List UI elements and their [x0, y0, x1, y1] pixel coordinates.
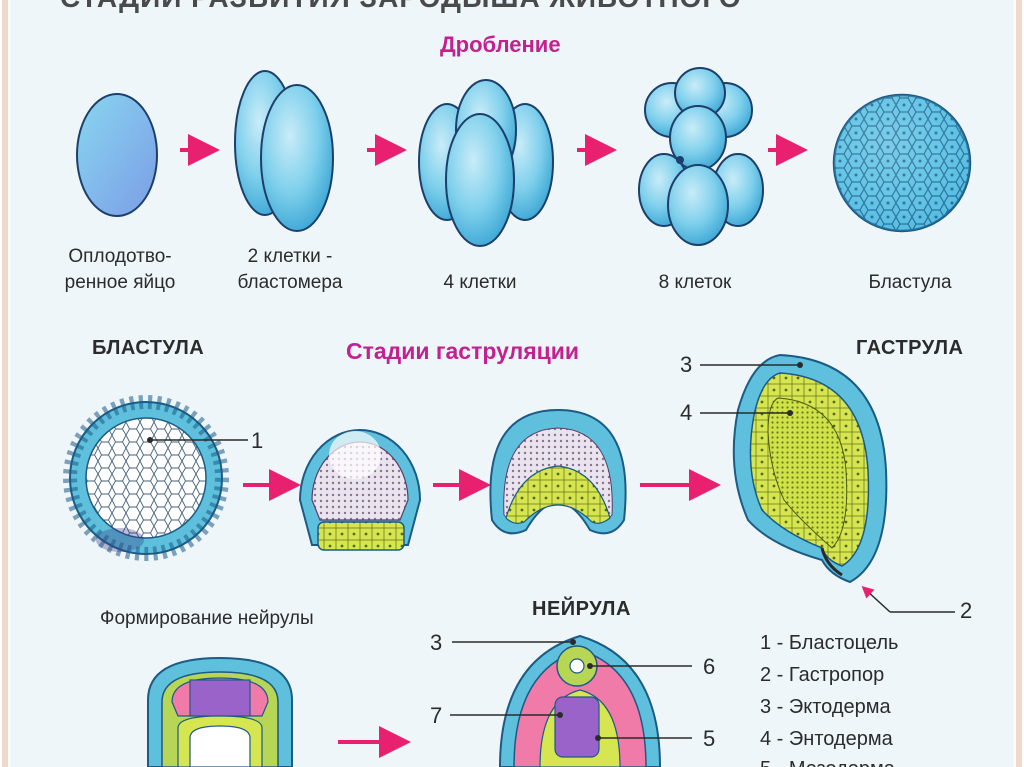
callout-line-1: [147, 437, 248, 443]
neurula-callout-lines: [450, 639, 692, 741]
two-cell-stage: [234, 70, 334, 232]
gastrula-callout-3: 3: [680, 352, 693, 377]
legend-item: 3 - Эктодерма: [760, 696, 891, 718]
stage-label-two-cell: 2 клетки - бластомера: [237, 246, 343, 293]
gastrula-callout-lines: [700, 362, 955, 613]
eight-cell-stage: [638, 67, 764, 246]
four-cell-stage: [418, 79, 554, 247]
blastula-sphere: [832, 93, 972, 233]
legend-item: 2 - Гастропор: [760, 664, 885, 686]
stage-label-eight-cell: 8 клеток: [658, 272, 732, 293]
stage-label-egg: Оплодотво- ренное яйцо: [64, 246, 176, 293]
callout-number-1: 1: [251, 428, 264, 453]
legend-item: 1 - Бластоцель: [760, 632, 899, 654]
stage-label-four-cell: 4 клетки: [443, 272, 517, 293]
gastrulation-heading: Стадии гаструляции: [346, 338, 580, 364]
page-title: СТАДИИ РАЗВИТИЯ ЗАРОДЫША ЖИВОТНОГО: [60, 0, 742, 14]
neurula-callout-3: 3: [430, 630, 443, 655]
early-gastrula-endoderm: [317, 521, 405, 551]
stage-label-blastula: Бластула: [868, 272, 952, 293]
gastrula-callout-4: 4: [680, 400, 693, 425]
blastula-section-label: БЛАСТУЛА: [92, 337, 205, 359]
legend-item: 5 - Мезодерма: [760, 758, 895, 767]
fertilized-egg: [76, 93, 158, 217]
gastrula: [732, 353, 888, 584]
early-gastrula: [298, 429, 422, 551]
neurula-label: НЕЙРУЛА: [532, 598, 631, 620]
invaginating-gastrula: [489, 408, 627, 535]
neurula-formation-label: Формирование нейрулы: [100, 608, 314, 629]
right-frame: [1016, 0, 1022, 767]
neurula-callout-7: 7: [430, 703, 443, 728]
cleavage-heading: Дробление: [440, 32, 561, 57]
gastrula-callout-2: 2: [960, 598, 973, 623]
blastula-section: [63, 395, 229, 561]
neurula-callout-6: 6: [703, 654, 716, 679]
legend-item: 4 - Энтодерма: [760, 728, 893, 750]
neurula-callout-5: 5: [703, 726, 716, 751]
left-frame: [2, 0, 8, 767]
neurula: [498, 634, 662, 767]
neurula-formation: [147, 656, 293, 767]
gastrula-label: ГАСТРУЛА: [856, 337, 964, 359]
